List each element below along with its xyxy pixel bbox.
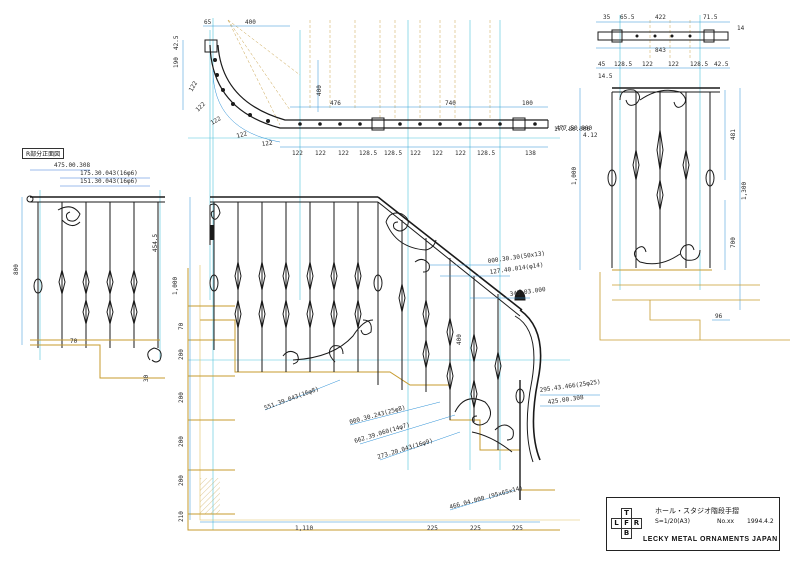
left-leader-2: 175.30.043(16φ6) — [80, 170, 138, 177]
right-top-dim: 422 — [655, 14, 666, 21]
left-foot-dim: 30 — [143, 374, 150, 382]
right-top-dim: 14 — [737, 25, 745, 32]
main-leader: 273.20.043(16φ9) — [377, 437, 434, 461]
left-bottom-dim: 70 — [70, 338, 78, 345]
title-code-letter: B — [621, 528, 632, 539]
plan-radial-dim: 122 — [236, 130, 249, 140]
right-height: 481 — [730, 129, 737, 140]
plan-view-dimensions: 65 400 42.5 190 122 122 122 122 122 400 … — [173, 19, 591, 157]
left-view-dimensions: 800 454.5 70 30 475.00.308 175.30.043(16… — [13, 162, 159, 382]
right-mid-dim: 122 — [668, 61, 679, 68]
left-leader-3: 151.30.043(16φ6) — [80, 178, 138, 185]
drawing-scale: S=1/20(A3) — [655, 518, 690, 525]
plan-lower-dim: 122 — [338, 150, 349, 157]
right-top-dim: 35 — [603, 14, 611, 21]
right-top-sub: 843 — [655, 47, 666, 54]
drawing-note: No.xx — [717, 518, 735, 525]
right-height: 1,000 — [571, 167, 578, 185]
drawing-date: 1994.4.2 — [747, 518, 774, 525]
plan-rail-dim: 100 — [522, 100, 533, 107]
left-view — [26, 195, 165, 379]
main-left-height: 200 — [178, 436, 185, 447]
plan-lower-dim: 122 — [410, 150, 421, 157]
plan-lower-dim: 122 — [292, 150, 303, 157]
main-left-height: 210 — [178, 511, 185, 522]
plan-rail-dim: 740 — [445, 100, 456, 107]
title-code-letter: R — [631, 518, 642, 529]
main-leader: 662.39.060(14φ7) — [354, 421, 411, 445]
plan-top-dim: 65 — [204, 19, 212, 26]
plan-dimension-lines — [182, 25, 548, 148]
main-leader: 343.03.000 — [509, 286, 546, 298]
plan-lower-dim: 128.5 — [359, 150, 377, 157]
main-leader: 295.43.466(25φ25) — [539, 379, 601, 394]
construction-lines — [39, 15, 701, 530]
right-view — [597, 29, 729, 271]
plan-top-dim: 400 — [245, 19, 256, 26]
left-leader-1: 475.00.308 — [54, 162, 91, 169]
plan-radial-dim: 122 — [194, 101, 207, 114]
right-stair-profile — [599, 272, 790, 341]
main-left-height: 200 — [178, 349, 185, 360]
right-top-dim: 71.5 — [703, 14, 718, 21]
right-mid-dim: 45 — [598, 61, 606, 68]
right-bottom-dim: 96 — [715, 313, 723, 320]
right-mid-dim: 42.5 — [714, 61, 729, 68]
right-view-text: 35 65.5 422 71.5 14 843 45 128.5 122 122… — [556, 14, 748, 320]
drawing-title: ホール・スタジオ階段手摺 — [655, 507, 739, 515]
right-side-dim: 14.5 — [598, 73, 613, 80]
main-leader: 466.04.000 (95x65x14) — [449, 485, 524, 511]
legend-note: R部分正面図 — [22, 148, 65, 159]
main-bottom-dim: 225 — [427, 525, 438, 532]
plan-radial-dim: 122 — [210, 115, 223, 127]
plan-rail-dim: 476 — [330, 100, 341, 107]
right-top-dim: 65.5 — [620, 14, 635, 21]
left-inner-dim: 454.5 — [152, 234, 159, 252]
main-elevation — [209, 196, 542, 500]
right-leader: 477.50.000 — [556, 125, 593, 132]
main-leader: 425.00.308 — [547, 394, 584, 406]
right-dimension-lines — [579, 21, 741, 321]
plan-lower-dim: 138 — [525, 150, 536, 157]
right-mid-dim: 128.5 — [614, 61, 632, 68]
company-name: LECKY METAL ORNAMENTS JAPAN — [643, 536, 778, 543]
main-leader: 000.30.243(25φ8) — [349, 404, 407, 426]
plan-radial-dim: 122 — [188, 80, 200, 93]
plan-left-dim: 190 — [173, 57, 180, 68]
plan-lower-dim: 128.5 — [477, 150, 495, 157]
main-height-dim: 1,000 — [172, 277, 179, 295]
plan-lower-dim: 122 — [315, 150, 326, 157]
left-height-dim: 800 — [13, 264, 20, 275]
right-height: 700 — [730, 237, 737, 248]
plan-lower-dim: 122 — [432, 150, 443, 157]
main-left-height: 200 — [178, 475, 185, 486]
plan-lower-dim: 122 — [455, 150, 466, 157]
main-leader: 551.39.043(16φ8) — [263, 386, 320, 412]
hidden-lines — [227, 19, 691, 126]
right-mid-dim: 128.5 — [690, 61, 708, 68]
main-dimension-lines — [189, 197, 600, 523]
plan-left-dim: 42.5 — [173, 35, 180, 50]
right-height: 1,300 — [741, 182, 748, 200]
plan-radial-dim: 122 — [261, 139, 273, 147]
stair-hatch — [200, 478, 220, 514]
plan-view — [204, 39, 549, 131]
main-mid-dim: 400 — [456, 334, 463, 345]
right-mid-dim: 122 — [642, 61, 653, 68]
main-left-height: 70 — [178, 322, 185, 330]
main-bottom-dim: 225 — [470, 525, 481, 532]
plan-lower-dim: 128.5 — [384, 150, 402, 157]
right-side-dim: 4.12 — [583, 132, 598, 139]
plan-leader: 177.80.000 — [554, 126, 591, 133]
title-block: T L F R B ホール・スタジオ階段手摺 S=1/20(A3) No.xx … — [606, 497, 780, 551]
main-bottom-dim: 225 — [512, 525, 523, 532]
main-bottom-dim: 1,110 — [295, 525, 313, 532]
main-left-height: 200 — [178, 392, 185, 403]
plan-side-dim: 400 — [316, 85, 323, 96]
